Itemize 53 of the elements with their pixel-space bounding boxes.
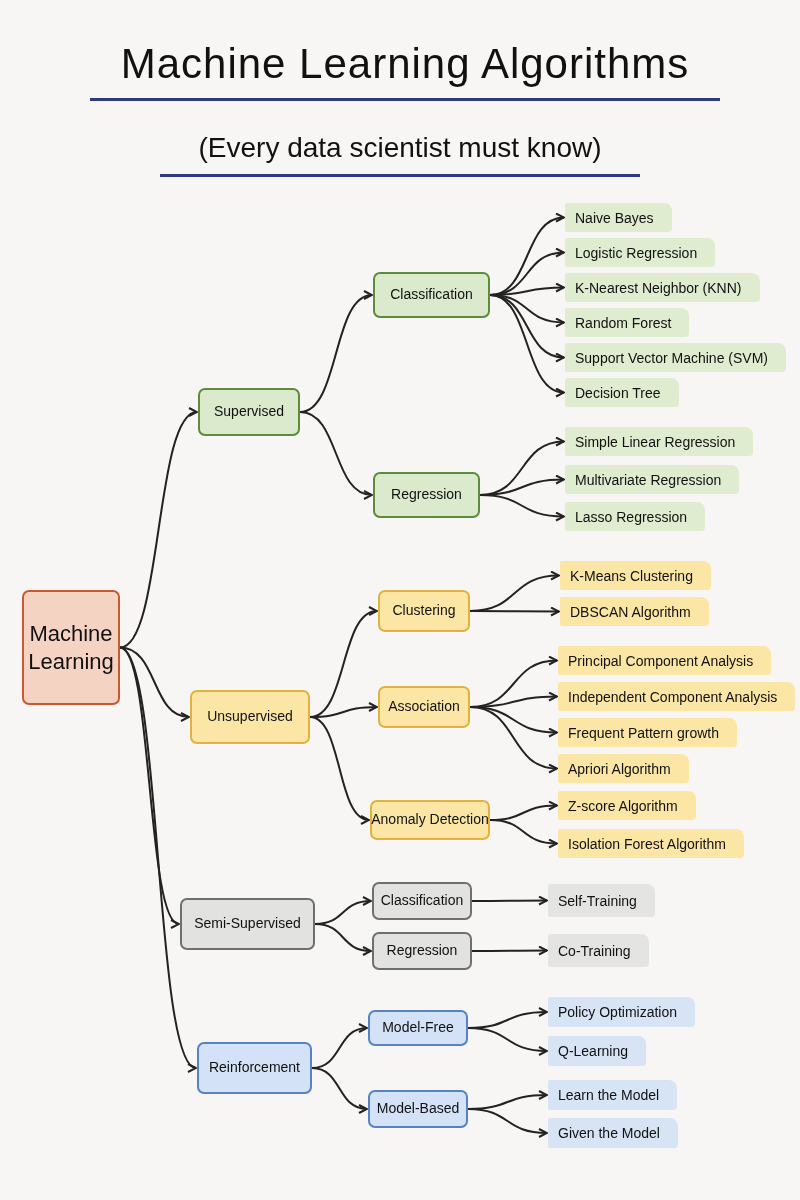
algorithm-label: Co-Training [548,934,649,967]
algorithm-label: K-Means Clustering [560,561,711,590]
algorithm-label: Independent Component Analysis [558,682,796,711]
category-box: Reinforcement [197,1042,312,1094]
algorithm-label: Decision Tree [565,378,679,407]
algorithm-label: Isolation Forest Algorithm [558,829,744,858]
algorithm-label: K-Nearest Neighbor (KNN) [565,273,760,302]
category-box: Regression [372,932,472,970]
algorithm-label: Random Forest [565,308,690,337]
algorithm-label: Self-Training [548,884,655,917]
category-box: Supervised [198,388,300,436]
category-box: Classification [373,272,490,318]
algorithm-label: Lasso Regression [565,502,706,531]
arrow [311,1067,368,1114]
category-box: Association [378,686,470,728]
algorithm-label: Support Vector Machine (SVM) [565,343,786,372]
arrow [467,1027,548,1056]
algorithm-label: Policy Optimization [548,997,696,1027]
algorithm-label: Frequent Pattern growth [558,718,737,747]
root-box: Machine Learning [22,590,120,705]
arrow [299,411,373,499]
algorithm-label: Z-score Algorithm [558,791,696,820]
algorithm-label: Apriori Algorithm [558,754,689,783]
arrow [479,494,565,522]
arrow [489,819,558,849]
algorithm-label: Q-Learning [548,1036,647,1066]
algorithm-label: Simple Linear Regression [565,427,754,456]
algorithm-label: Principal Component Analysis [558,646,772,675]
subtitle: (Every data scientist must know) [160,132,640,177]
arrow [467,1108,548,1138]
category-box: Regression [373,472,480,518]
arrow [119,410,198,649]
arrow [471,895,548,906]
algorithm-label: DBSCAN Algorithm [560,597,709,626]
arrow [489,294,565,396]
category-box: Semi-Supervised [180,898,315,950]
category-box: Model-Based [368,1090,468,1128]
algorithm-label: Logistic Regression [565,238,716,267]
arrow [471,945,548,956]
algorithm-label: Multivariate Regression [565,465,740,494]
category-box: Classification [372,882,472,920]
arrow [469,706,558,773]
algorithm-label: Given the Model [548,1118,678,1148]
title: Machine Learning Algorithms [90,40,720,101]
arrow [309,716,370,823]
category-box: Anomaly Detection [370,800,490,840]
algorithm-label: Naive Bayes [565,203,672,232]
category-box: Unsupervised [190,690,310,744]
arrow [469,606,560,617]
algorithm-label: Learn the Model [548,1080,678,1110]
category-box: Clustering [378,590,470,632]
arrow [314,923,372,956]
category-box: Model-Free [368,1010,468,1046]
